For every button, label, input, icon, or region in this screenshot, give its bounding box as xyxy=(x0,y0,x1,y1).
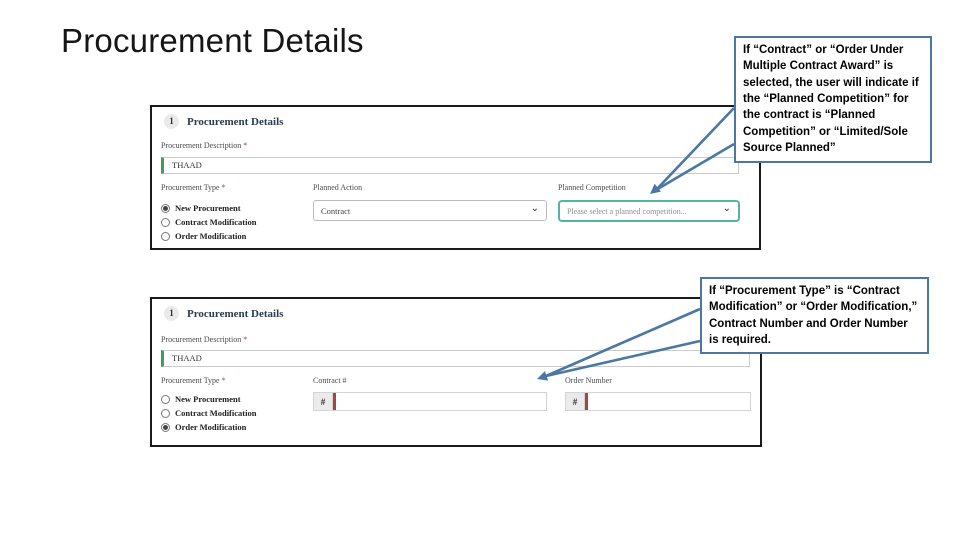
planned-competition-select[interactable]: Please select a planned competition... ⌄ xyxy=(558,200,740,222)
procurement-type-label: Procurement Type* xyxy=(161,376,226,385)
radio-button-icon[interactable] xyxy=(161,422,170,432)
step-number-badge: 1 xyxy=(164,306,179,321)
hash-prefix-icon: # xyxy=(314,393,333,410)
planned-competition-label: Planned Competition xyxy=(558,183,626,192)
callout-planned-competition: If “Contract” or “Order Under Multiple C… xyxy=(734,36,932,163)
radio-new-procurement[interactable]: New Procurement xyxy=(161,394,241,404)
radio-button-icon[interactable] xyxy=(161,203,170,213)
radio-button-icon[interactable] xyxy=(161,217,170,227)
callout-contract-number-required: If “Procurement Type” is “Contract Modif… xyxy=(700,277,929,354)
screenshot-contract-order-number: 1 Procurement Details Procurement Descri… xyxy=(150,297,762,447)
form-header: 1 Procurement Details xyxy=(164,114,283,129)
radio-new-procurement[interactable]: New Procurement xyxy=(161,203,241,213)
radio-contract-modification[interactable]: Contract Modification xyxy=(161,408,256,418)
chevron-down-icon: ⌄ xyxy=(530,202,539,214)
procurement-description-input[interactable]: THAAD xyxy=(161,350,750,367)
procurement-description-label: Procurement Description* xyxy=(161,335,248,344)
contract-number-input[interactable]: # xyxy=(313,392,547,411)
radio-order-modification[interactable]: Order Modification xyxy=(161,422,246,432)
radio-contract-modification[interactable]: Contract Modification xyxy=(161,217,256,227)
screenshot-planned-competition: 1 Procurement Details Procurement Descri… xyxy=(150,105,761,250)
hash-prefix-icon: # xyxy=(566,393,585,410)
procurement-description-label: Procurement Description* xyxy=(161,141,248,150)
required-asterisk: * xyxy=(221,183,226,192)
slide-title: Procurement Details xyxy=(61,22,364,59)
form-section-title: Procurement Details xyxy=(187,307,284,320)
order-number-label: Order Number xyxy=(565,376,612,385)
required-asterisk: * xyxy=(243,141,248,150)
required-cursor-bar xyxy=(333,393,336,410)
radio-button-icon[interactable] xyxy=(161,394,170,404)
chevron-down-icon: ⌄ xyxy=(722,203,731,214)
form-header: 1 Procurement Details xyxy=(164,306,283,321)
planned-action-select[interactable]: Contract ⌄ xyxy=(313,200,547,221)
radio-button-icon[interactable] xyxy=(161,408,170,418)
required-cursor-bar xyxy=(585,393,588,410)
form-section-title: Procurement Details xyxy=(187,115,284,128)
required-asterisk: * xyxy=(243,335,248,344)
radio-button-icon[interactable] xyxy=(161,231,170,241)
planned-action-label: Planned Action xyxy=(313,183,363,192)
contract-number-label: Contract # xyxy=(313,376,347,385)
order-number-input[interactable]: # xyxy=(565,392,751,411)
step-number-badge: 1 xyxy=(164,114,179,129)
radio-order-modification[interactable]: Order Modification xyxy=(161,231,246,241)
procurement-description-input[interactable]: THAAD xyxy=(161,157,739,174)
required-asterisk: * xyxy=(221,376,226,385)
procurement-type-label: Procurement Type* xyxy=(161,183,226,192)
